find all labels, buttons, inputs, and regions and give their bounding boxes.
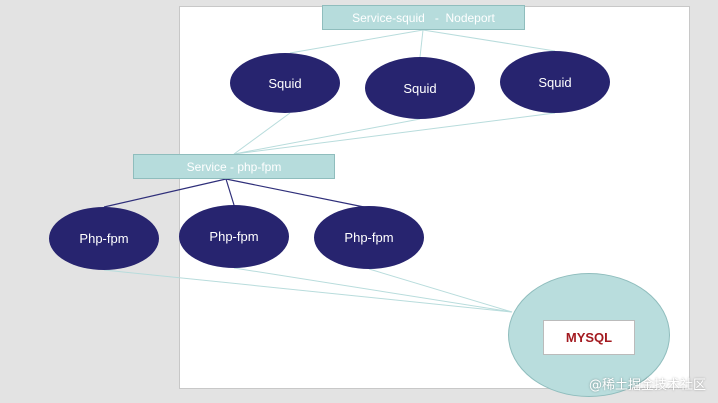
php-fpm-node-1[interactable]: Php-fpm xyxy=(49,207,159,270)
wire-php-3-to-mysql xyxy=(368,268,513,313)
wire-squid-service-to-squid-3 xyxy=(422,29,556,52)
wire-squid-1-to-php-service xyxy=(233,112,291,155)
wire-squid-service-to-squid-1 xyxy=(289,29,424,54)
squid-node-3[interactable]: Squid xyxy=(500,51,610,113)
squid-node-2[interactable]: Squid xyxy=(365,57,475,119)
php-fpm-node-2[interactable]: Php-fpm xyxy=(179,205,289,268)
php-fpm-node-3[interactable]: Php-fpm xyxy=(314,206,424,269)
watermark-text: @稀土掘金技术社区 xyxy=(588,378,706,393)
service-php-fpm-box[interactable]: Service - php-fpm xyxy=(133,154,335,179)
wire-php-service-to-php-2 xyxy=(225,178,235,206)
wire-php-service-to-php-1 xyxy=(103,178,227,208)
wire-php-1-to-mysql xyxy=(103,269,513,313)
squid-node-1[interactable]: Squid xyxy=(230,53,340,113)
wire-php-2-to-mysql xyxy=(233,267,513,313)
wire-squid-service-to-squid-2 xyxy=(419,29,424,58)
wire-php-service-to-php-3 xyxy=(225,178,370,209)
service-squid-box[interactable]: Service-squid - Nodeport xyxy=(322,5,525,30)
wire-squid-2-to-php-service xyxy=(233,118,421,155)
wire-squid-3-to-php-service xyxy=(233,112,556,155)
mysql-label-box[interactable]: MYSQL xyxy=(543,320,635,355)
